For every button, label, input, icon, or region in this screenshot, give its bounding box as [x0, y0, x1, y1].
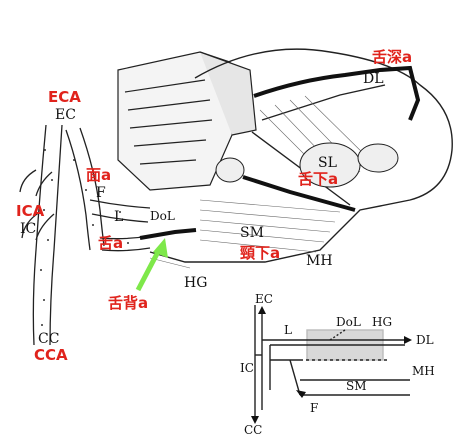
schematic-label-mh: MH	[412, 364, 435, 378]
label-ic: IC	[20, 221, 37, 237]
label-mh: MH	[306, 253, 333, 269]
mandible-block	[117, 51, 257, 191]
sublingual-line	[242, 175, 356, 212]
label-hg: HG	[184, 275, 208, 291]
annotation-dorsal-lingual-a: 舌背a	[108, 294, 149, 312]
label-ec: EC	[55, 107, 76, 123]
annotation-eca: ECA	[48, 88, 81, 106]
label-sl: SL	[318, 155, 337, 171]
annotation-tongue-deep-a: 舌深a	[372, 48, 413, 66]
deep-lingual-line	[253, 65, 421, 121]
schematic	[254, 305, 410, 420]
annotation-submental-a: 頸下a	[240, 244, 281, 262]
annotation-cca: CCA	[34, 346, 68, 364]
vessel-dots	[40, 149, 129, 326]
annotation-sublingual-a: 舌下a	[298, 170, 339, 188]
green-arrow	[135, 238, 168, 292]
carotid-arteries	[19, 124, 151, 346]
schematic-arrowheads	[251, 306, 412, 424]
schematic-label-l: L	[284, 323, 292, 337]
sublingual-gland	[215, 142, 399, 188]
schematic-label-ic: IC	[240, 361, 254, 375]
annotation-tongue-a: 舌a	[98, 234, 124, 252]
dorsal-lingual-line	[139, 228, 197, 240]
label-dl: DL	[363, 71, 384, 87]
schematic-label-sm: SM	[346, 379, 367, 393]
schematic-label-hg: HG	[372, 315, 393, 329]
schematic-label-cc: CC	[244, 423, 263, 437]
label-cc: CC	[38, 331, 60, 347]
schematic-label-ec: EC	[255, 292, 273, 306]
schematic-label-dol: DoL	[336, 315, 361, 329]
label-dol: DoL	[150, 209, 175, 223]
schematic-label-f: F	[310, 401, 319, 415]
schematic-label-dl: DL	[416, 333, 434, 347]
label-l: L	[114, 209, 124, 225]
label-f: F	[96, 185, 106, 201]
label-sm: SM	[240, 225, 264, 241]
annotation-face-a: 面a	[86, 166, 112, 184]
annotation-ica: ICA	[16, 202, 45, 220]
